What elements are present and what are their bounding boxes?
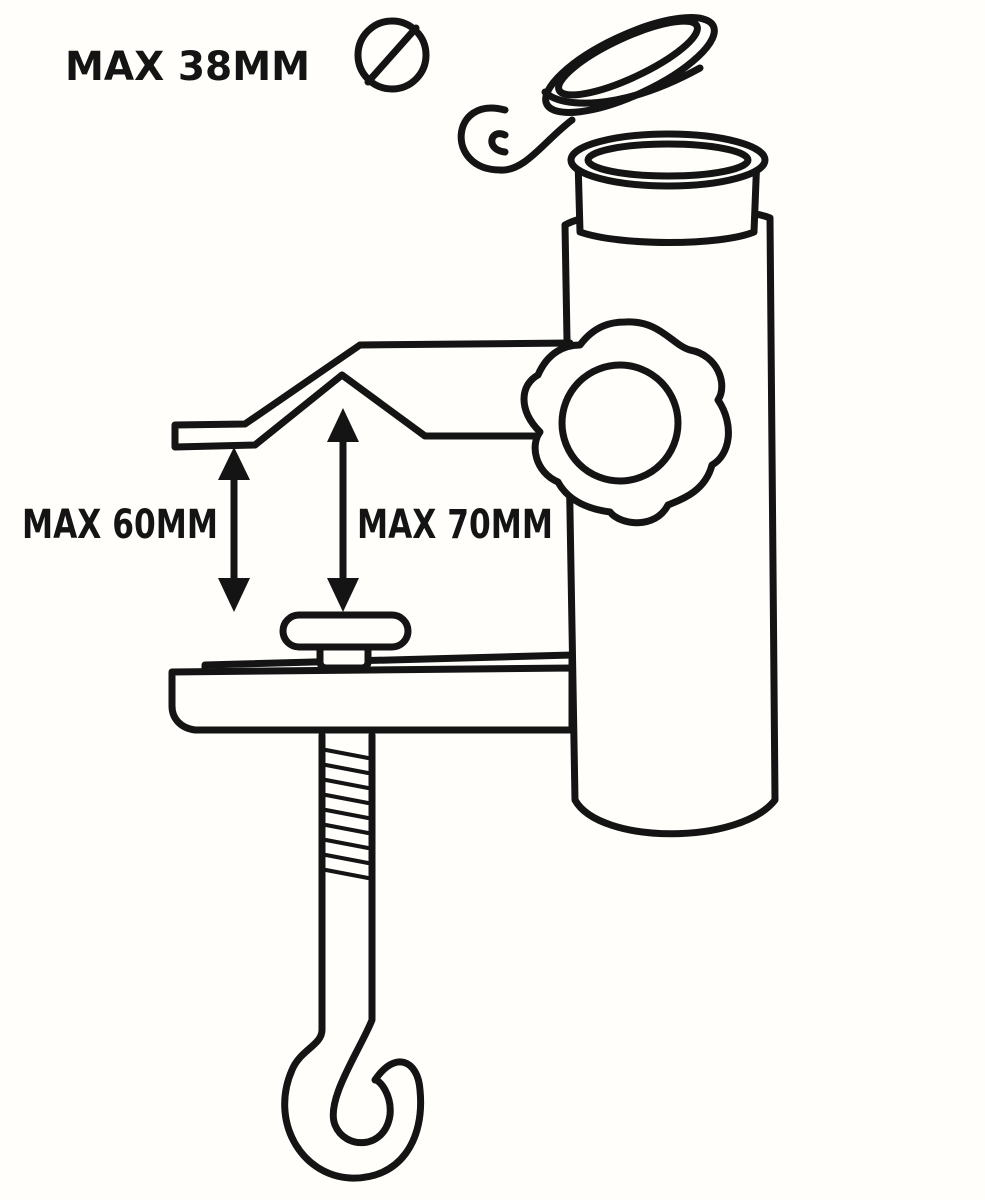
gap-front-arrow (218, 447, 250, 612)
diameter-icon (354, 17, 430, 93)
max-gap-inner-label: MAX 70MM (357, 502, 553, 548)
pressure-pad (279, 611, 412, 672)
tightening-knob (520, 318, 732, 527)
max-gap-front-label: MAX 60MM (22, 502, 218, 548)
threaded-hook-screw (281, 731, 425, 1182)
clamp-base-plate (168, 651, 576, 734)
tube-cap (457, 14, 718, 174)
max-diameter-label: MAX 38MM (65, 44, 310, 90)
clamp-upper-arm (171, 339, 574, 451)
gap-inner-arrow (327, 408, 359, 612)
